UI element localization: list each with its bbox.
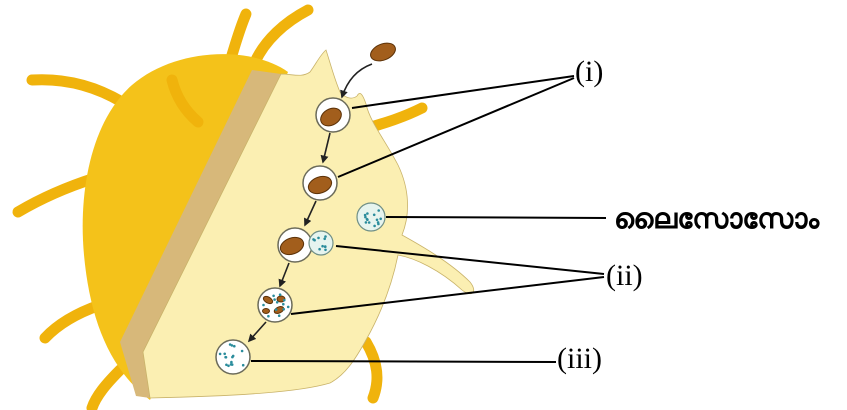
enzyme-dot [282,303,285,306]
enzyme-dot [219,353,222,356]
enzyme-dot [267,315,270,318]
enzyme-dot [273,298,276,301]
enzyme-dot [282,308,285,311]
enzyme-dot [278,314,281,317]
leader-line-iii [251,361,556,362]
enzyme-dot [366,218,369,221]
enzyme-dot [279,293,282,296]
enzyme-dot [313,239,316,242]
phagosome-3 [278,228,312,262]
digested-fragment [263,309,270,314]
enzyme-dot [242,364,245,367]
pseudopod-right-lower [366,342,377,398]
enzyme-dot [365,221,368,224]
enzyme-dot [324,249,327,252]
pseudopod-right-upper [368,108,422,128]
enzyme-dot [368,221,371,224]
enzyme-dot [262,304,265,307]
enzyme-dot [364,214,367,217]
label-i: (i) [575,55,603,88]
enzyme-dot [230,361,233,364]
enzyme-dot [287,306,290,309]
lysosome-membrane [357,203,385,231]
enzyme-dot [225,364,228,367]
enzyme-dot [377,209,380,212]
enzyme-dot [231,363,234,366]
residual-body [216,340,250,374]
enzyme-dot [324,245,327,248]
enzyme-dot [231,344,234,347]
phagosome-2 [303,166,337,200]
pseudopod-left-lower [45,305,100,338]
enzyme-dot [324,235,327,238]
phagolysosome [258,288,292,322]
enzyme-dot [321,245,324,248]
enzyme-dot [272,295,275,298]
lysosome-membrane [309,231,333,255]
lysosome [357,203,385,231]
enzyme-dot [233,345,236,348]
enzyme-dot [323,238,326,241]
label-lysosome: ലൈസോസോം [614,202,820,235]
enzyme-dot [241,350,244,353]
pseudopod-bottom [92,370,120,408]
enzyme-dot [373,225,376,228]
enzyme-dot [379,218,382,221]
label-ii: (ii) [606,259,643,292]
enzyme-dot [231,356,234,359]
enzyme-dot [366,212,369,215]
phagosome-1 [316,98,350,132]
enzyme-dot [283,299,286,302]
food-particle [368,40,398,65]
fusing-lysosome [309,231,333,255]
pseudopod-top [255,10,308,62]
enzyme-dot [225,356,228,359]
leader-line-lysosome [386,217,606,218]
pseudopod-top-left [232,14,246,55]
enzyme-dot [318,248,321,251]
enzyme-dot [223,353,226,356]
ingestion-arrow [342,64,372,97]
enzyme-dot [275,308,278,311]
enzyme-dot [373,214,376,217]
pseudopod-left-upper [32,80,122,102]
enzyme-dot [317,237,320,240]
label-iii: (iii) [557,342,602,375]
enzyme-dot [276,301,279,304]
enzyme-dot [376,219,379,222]
enzyme-dot [377,221,380,224]
